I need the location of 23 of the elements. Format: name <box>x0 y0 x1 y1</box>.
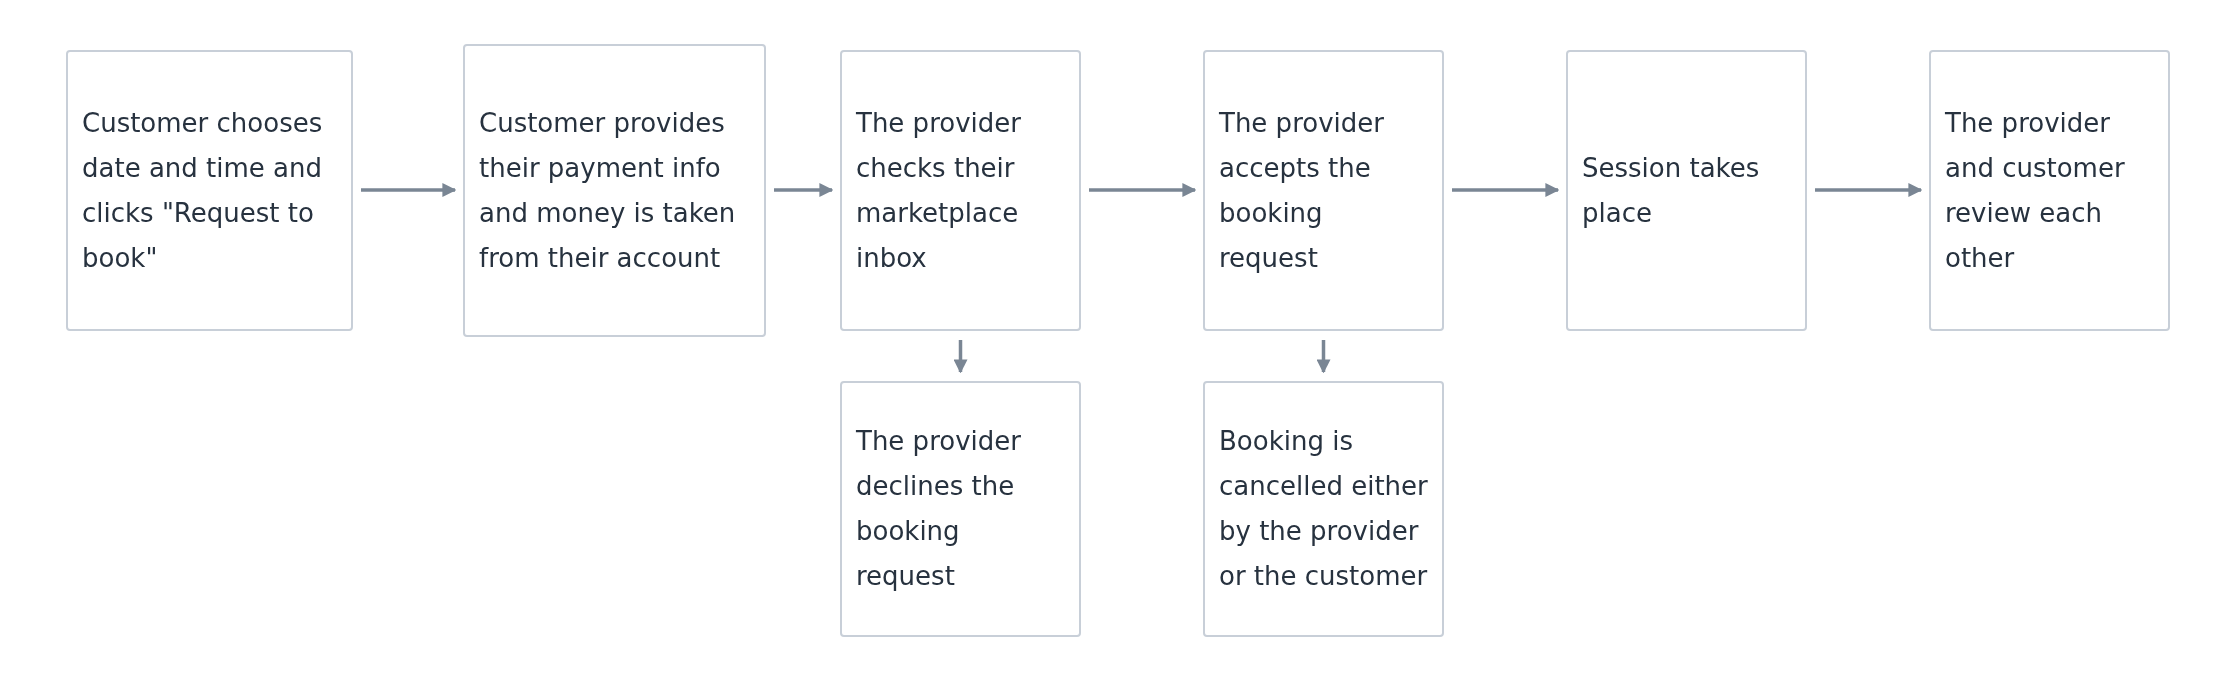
box-text: The provider accepts the booking request <box>1219 106 1385 275</box>
process-box <box>1566 50 1807 331</box>
box-text: The provider and customer review each other <box>1945 106 2126 275</box>
process-box <box>840 50 1081 331</box>
process-box <box>66 50 353 331</box>
box-text: The provider checks their marketplace inbox <box>856 106 1022 275</box>
process-box <box>1929 50 2170 331</box>
arrow <box>774 183 834 197</box>
process-box <box>840 381 1081 637</box>
process-box <box>463 44 766 337</box>
process-box <box>1203 381 1444 637</box>
arrow <box>953 340 968 374</box>
box-text: Customer provides their payment info and money is taken from their account <box>479 106 737 275</box>
box-text: Booking is cancelled either by the provider or the customer <box>1219 425 1428 593</box>
arrow <box>1089 183 1197 197</box>
box-text: The provider declines the booking request <box>856 425 1022 593</box>
process-box <box>1203 50 1444 331</box>
box-text: Customer chooses date and time and clicks "Request to book" <box>82 106 324 275</box>
box-text: Session takes place <box>1582 151 1761 230</box>
arrow <box>1815 183 1923 197</box>
arrow <box>361 183 457 197</box>
arrow <box>1452 183 1560 197</box>
arrow <box>1316 340 1331 374</box>
